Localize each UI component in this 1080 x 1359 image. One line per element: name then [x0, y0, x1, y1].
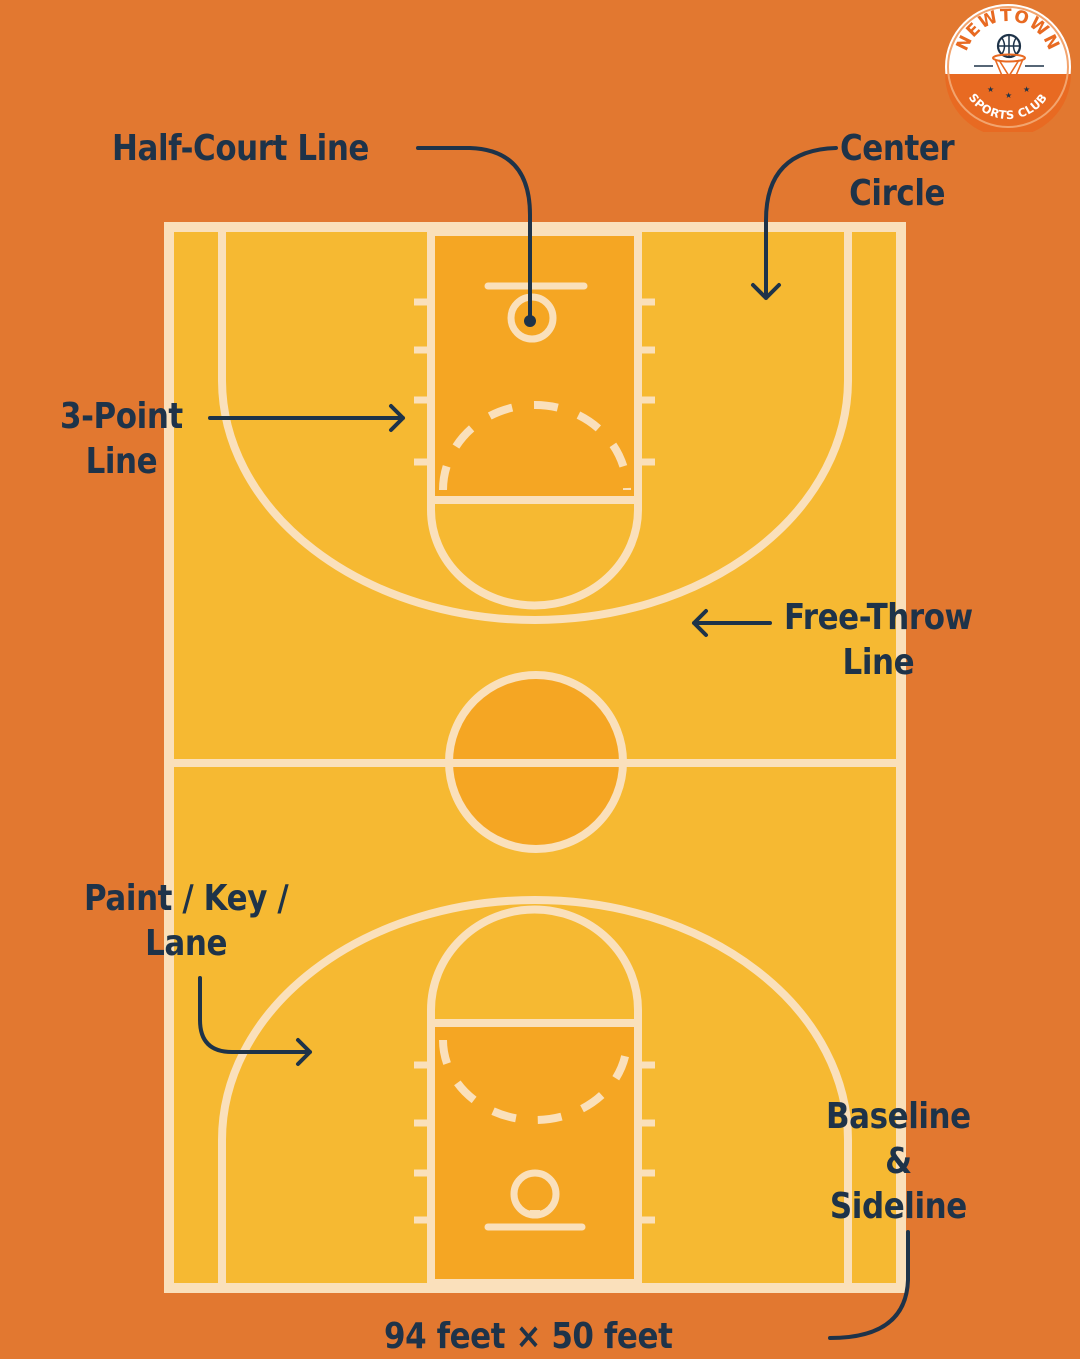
label-free-throw-line: Free-Throw Line	[784, 597, 973, 683]
label-center-circle: Center Circle	[840, 128, 955, 214]
paint-arrow	[198, 976, 312, 1066]
three-point-line-bottom	[218, 896, 852, 1283]
basketball-hoop-icon: ★ ★ ★	[974, 33, 1044, 100]
free-throw-circle-top	[427, 500, 642, 610]
three-point-line-top	[218, 232, 852, 624]
half-court-callout	[416, 146, 532, 322]
free-throw-circle-bottom	[427, 905, 642, 1023]
svg-text:★: ★	[1023, 85, 1030, 94]
newtown-sports-club-logo: NEWTOWN SPORTS CLUB ★ ★ ★	[945, 4, 1071, 132]
baseline-callout	[828, 1230, 910, 1340]
svg-text:★: ★	[1005, 91, 1012, 100]
label-three-point-line: 3-Point Line	[60, 396, 183, 482]
three-point-arrow	[208, 404, 405, 432]
label-half-court-line: Half-Court Line	[112, 128, 370, 169]
center-circle-arrow	[751, 146, 838, 300]
paint-bottom	[427, 1019, 642, 1287]
label-paint-key-lane: Paint / Key / Lane	[84, 878, 289, 964]
court-dimensions: 94 feet × 50 feet	[384, 1316, 673, 1357]
label-baseline-sideline: Baseline & Sideline	[826, 1096, 971, 1227]
svg-text:★: ★	[987, 85, 994, 94]
free-throw-arrow	[692, 609, 772, 637]
paint-top	[427, 228, 642, 504]
